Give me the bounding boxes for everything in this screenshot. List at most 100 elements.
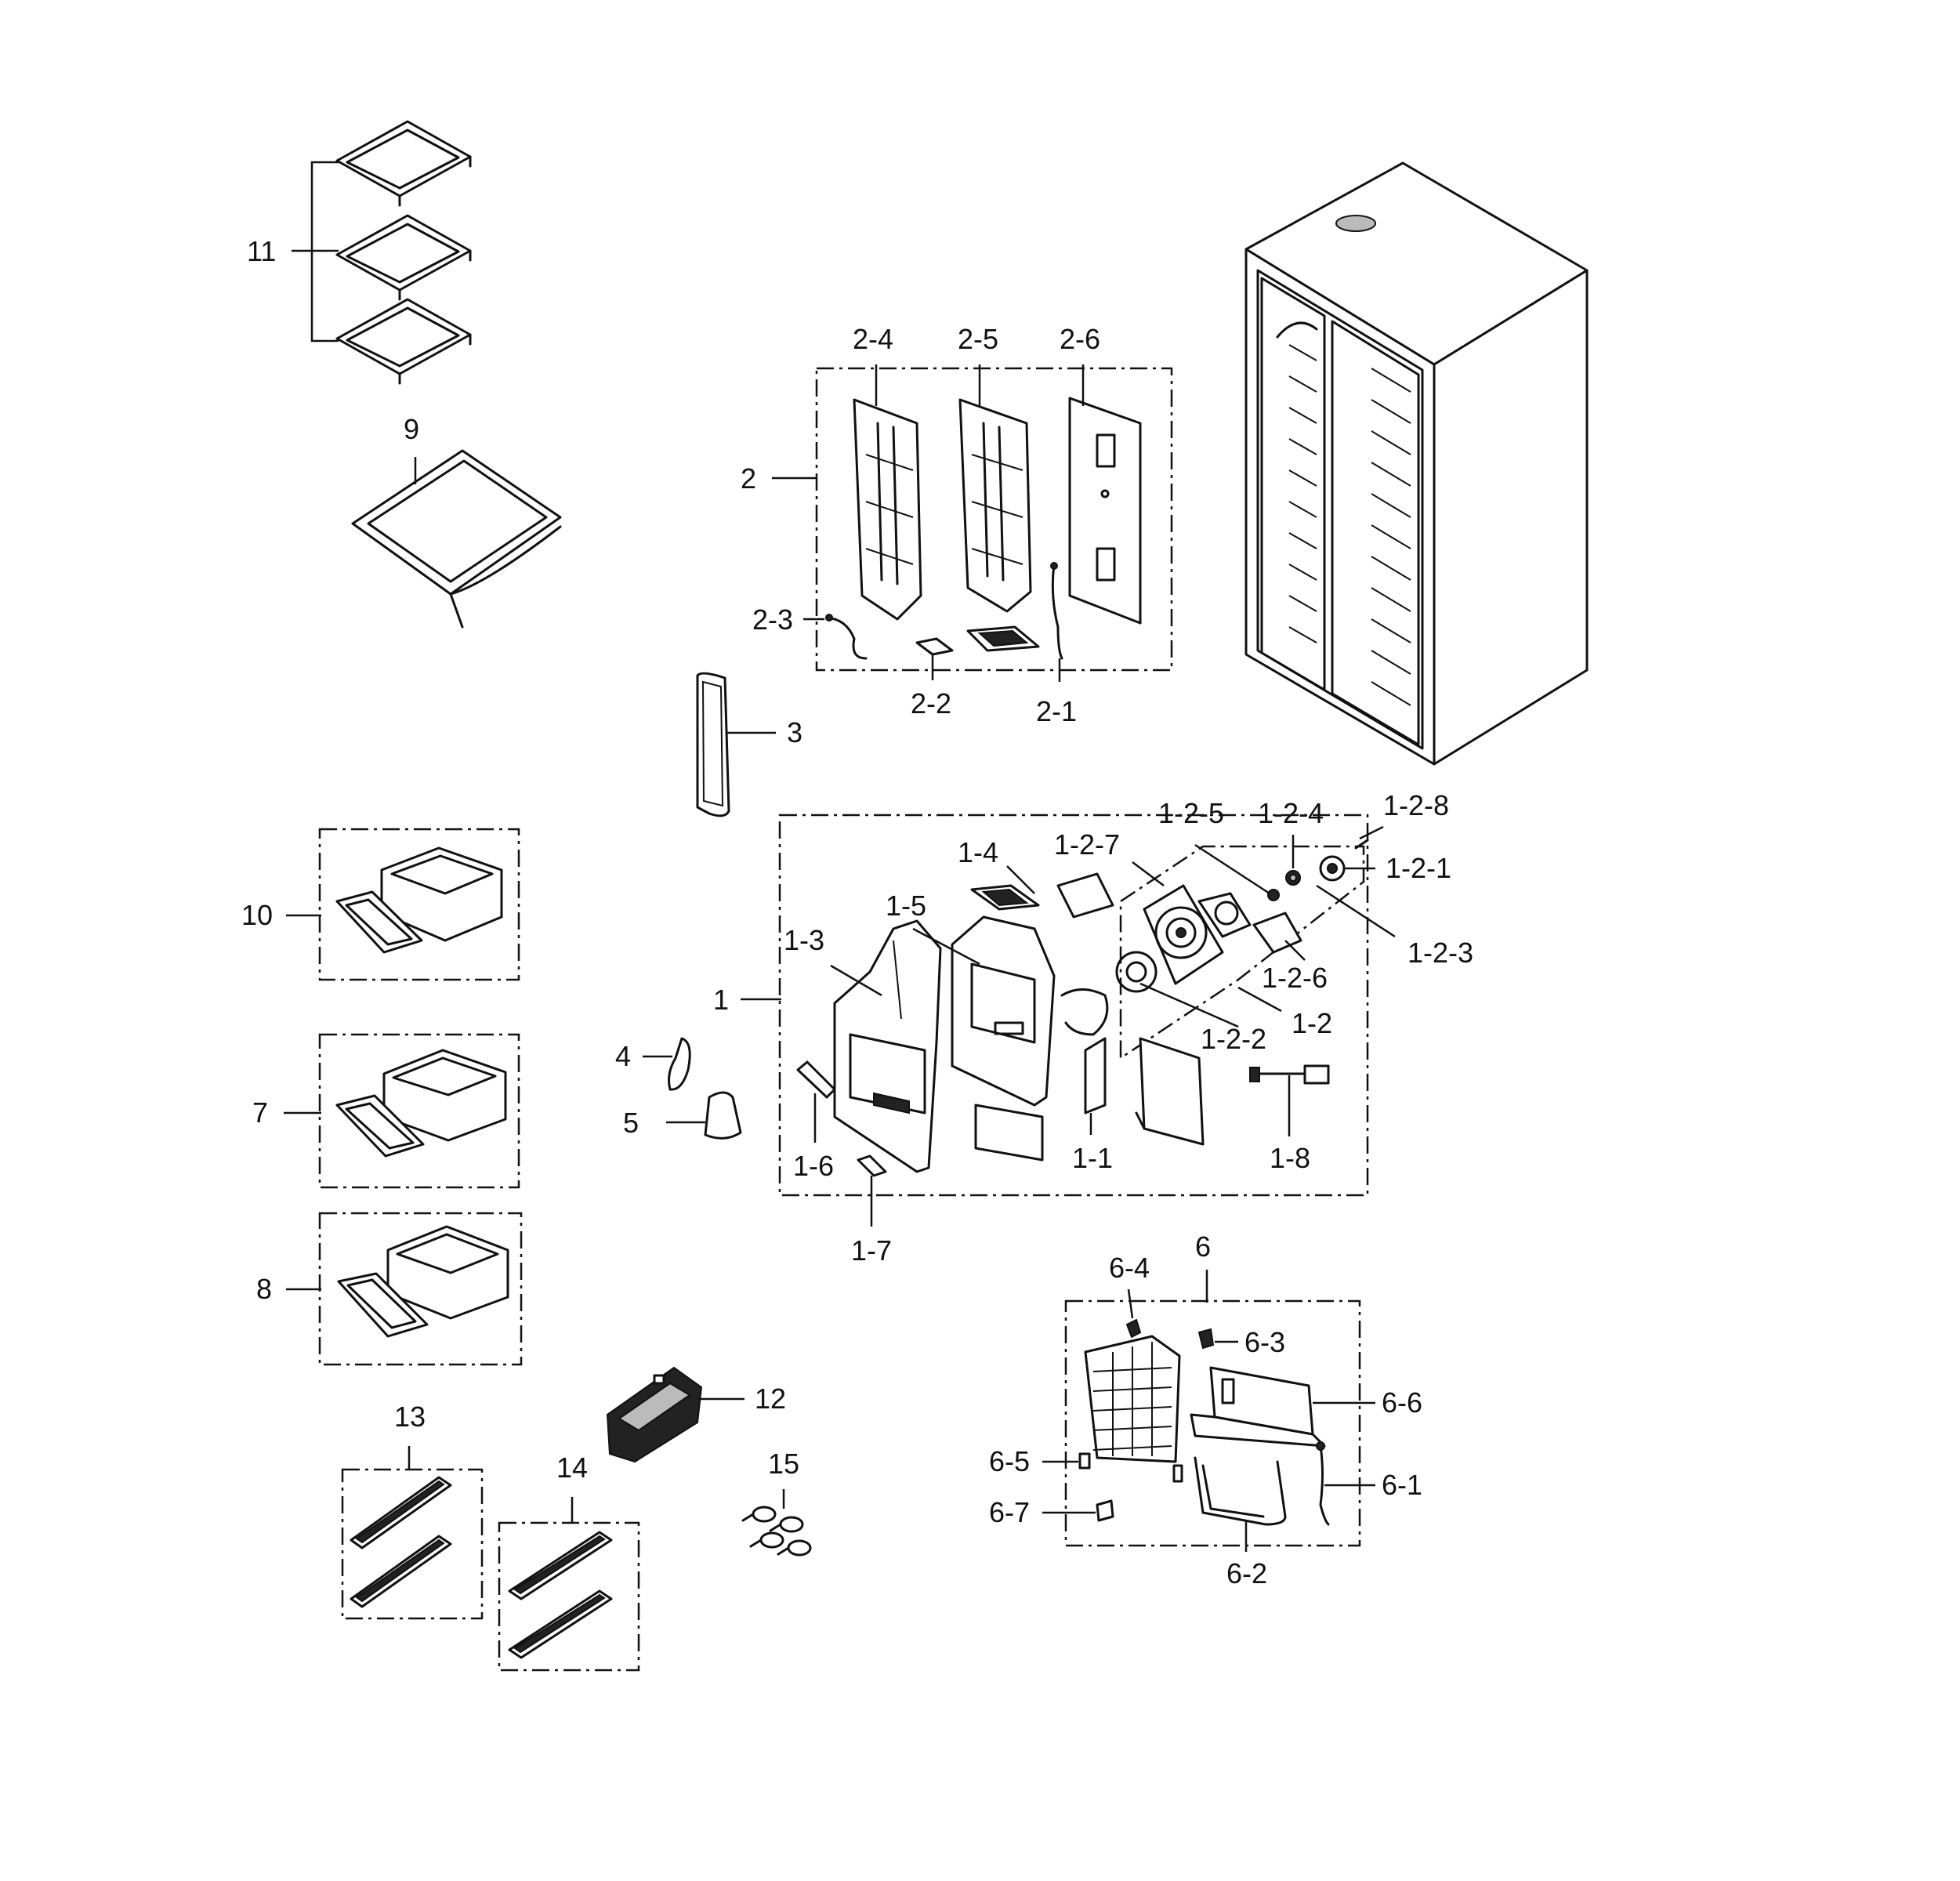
- label-1-2-5: 1-2-5: [1158, 797, 1224, 829]
- label-1-1: 1-1: [1072, 1142, 1113, 1174]
- label-1-8: 1-8: [1270, 1142, 1310, 1174]
- part-1-group: 1 1-3 1-5 1-4 1-2-7: [713, 789, 1473, 1267]
- part-11-shelves: 11: [247, 120, 472, 385]
- part-1-4-filter: [970, 884, 1040, 911]
- part-14-rails: 14: [498, 1452, 640, 1672]
- label-11: 11: [247, 235, 276, 267]
- part-6-1-fuse: [1316, 1441, 1330, 1526]
- screw-4: [777, 1539, 812, 1557]
- part-6-5-clip: [1078, 1452, 1091, 1470]
- part-3-gasket: 3: [696, 672, 802, 817]
- label-6-1: 6-1: [1382, 1469, 1422, 1501]
- cabinet-inner-ribs: [1288, 344, 1411, 706]
- part-6-3-clip: [1197, 1328, 1215, 1350]
- label-6-4: 6-4: [1109, 1252, 1150, 1284]
- label-2-6: 2-6: [1060, 323, 1100, 355]
- label-1-2-2: 1-2-2: [1201, 1023, 1266, 1055]
- label-1-2-1: 1-2-1: [1386, 852, 1451, 884]
- part-2-2-tray: [966, 625, 1040, 652]
- part-6-4-sensor: [1125, 1318, 1142, 1339]
- label-2-2: 2-2: [911, 687, 951, 719]
- part-9-glass-shelf: 9: [351, 413, 562, 629]
- label-6-7: 6-7: [989, 1496, 1030, 1528]
- part-13-rails: 13: [341, 1401, 484, 1620]
- part-12-ice-maker: 12: [606, 1366, 786, 1463]
- label-1-2-3: 1-2-3: [1408, 937, 1473, 969]
- shelf-bottom: [335, 298, 472, 385]
- part-1-6-clip: [796, 1060, 836, 1099]
- label-1-4: 1-4: [958, 836, 998, 868]
- label-5: 5: [623, 1107, 639, 1139]
- label-6-5: 6-5: [989, 1445, 1030, 1477]
- label-9: 9: [404, 413, 419, 445]
- screw-1: [741, 1506, 777, 1523]
- label-6: 6: [1195, 1230, 1211, 1263]
- part-2-6-panel: [1068, 397, 1142, 625]
- refrigerator-cabinet: [1244, 161, 1589, 766]
- part-1-2-1-fan: [1319, 855, 1346, 882]
- part-2-3-wire: [825, 614, 868, 660]
- label-1: 1: [713, 984, 729, 1016]
- part-1-1-panel: [974, 1104, 1044, 1162]
- part-1-panel-right: [1135, 1037, 1205, 1146]
- part-5-cap: 5: [623, 1091, 742, 1140]
- part-1-2-7-bracket: [1056, 872, 1114, 919]
- label-6-3: 6-3: [1244, 1326, 1285, 1358]
- label-7: 7: [252, 1096, 268, 1129]
- label-2-4: 2-4: [853, 323, 893, 355]
- label-1-5: 1-5: [886, 890, 926, 922]
- part-2-group: 2 2-4 2-5 2-6: [741, 323, 1173, 727]
- part-6-7-bracket: [1096, 1499, 1114, 1522]
- label-12: 12: [755, 1383, 786, 1415]
- part-1-2-5-spacer: [1267, 889, 1280, 901]
- part-1-2-2-motor: [1060, 988, 1109, 1036]
- label-1-2-4: 1-2-4: [1258, 797, 1324, 829]
- label-2: 2: [741, 462, 756, 495]
- label-1-2-8: 1-2-8: [1383, 789, 1449, 821]
- label-1-6: 1-6: [793, 1150, 834, 1182]
- part-1-5-housing: [951, 915, 1056, 1107]
- shelf-top: [335, 120, 472, 207]
- screw-3: [749, 1531, 784, 1549]
- screw-2: [769, 1516, 804, 1533]
- label-1-7: 1-7: [851, 1234, 892, 1267]
- part-2-1-sensor: [1050, 562, 1063, 660]
- label-2-1: 2-1: [1036, 695, 1077, 727]
- label-6-2: 6-2: [1226, 1557, 1267, 1589]
- part-6-6-heater-cover: [1190, 1366, 1326, 1448]
- part-1-8-harness: [1249, 1064, 1330, 1085]
- part-15-screws: 15: [741, 1448, 812, 1557]
- label-3: 3: [787, 716, 802, 748]
- label-8: 8: [256, 1273, 272, 1305]
- part-6-group: 6 6-4 6-3 6-6: [989, 1230, 1422, 1589]
- part-1-2-fan-assembly: [1115, 884, 1252, 993]
- label-13: 13: [394, 1401, 426, 1433]
- part-6-2-heater: [1194, 1456, 1287, 1526]
- part-2-5-cover: [958, 398, 1032, 613]
- label-6-6: 6-6: [1382, 1386, 1422, 1419]
- group-2-box: [815, 367, 1173, 672]
- part-8-drawer: 8: [256, 1212, 523, 1366]
- part-1-1-duct: [1084, 1037, 1107, 1114]
- part-4-clip: 4: [615, 1037, 691, 1091]
- label-1-3: 1-3: [784, 924, 824, 956]
- label-4: 4: [615, 1040, 631, 1072]
- part-1-7-tab: [857, 1154, 887, 1177]
- shelf-middle: [335, 214, 472, 301]
- part-1-2-8-screw: [1354, 839, 1369, 850]
- label-14: 14: [556, 1452, 588, 1484]
- part-1-2-4-grommet: [1285, 870, 1301, 886]
- part-1-2-6-cover: [1252, 912, 1302, 954]
- part-7-drawer: 7: [252, 1033, 520, 1189]
- label-1-2-6: 1-2-6: [1262, 962, 1328, 994]
- part-10-drawer: 10: [241, 828, 520, 981]
- part-6-evaporator: [1084, 1335, 1181, 1463]
- label-1-2: 1-2: [1292, 1007, 1332, 1039]
- label-15: 15: [768, 1448, 799, 1480]
- part-1-3-cover: [833, 919, 942, 1173]
- label-1-2-7: 1-2-7: [1054, 828, 1120, 861]
- part-6-clip-small: [1172, 1464, 1183, 1483]
- part-2-4-cover: [853, 398, 922, 621]
- label-10: 10: [241, 899, 273, 931]
- label-2-5: 2-5: [958, 323, 998, 355]
